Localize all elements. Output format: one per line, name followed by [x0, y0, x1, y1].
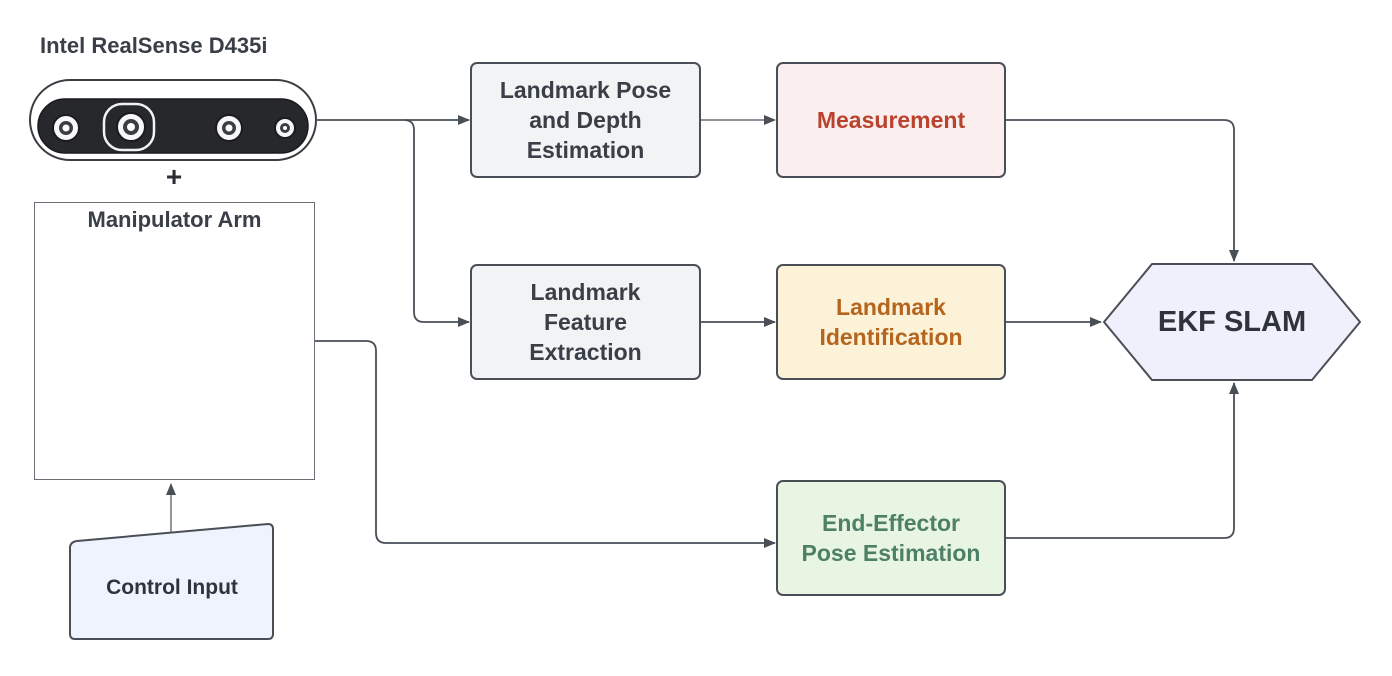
edge-measurement-to-ekf [1006, 119, 1239, 262]
ekf-slam-label: EKF SLAM [1157, 305, 1307, 338]
landmark-identification-node[interactable]: Landmark Identification [776, 264, 1006, 380]
camera-device [29, 79, 317, 161]
edge-arm-to-end-effector [315, 340, 776, 548]
camera-lens-left-icon [52, 114, 80, 142]
manipulator-arm-box[interactable] [34, 202, 315, 480]
ekf-slam-shape[interactable] [1103, 263, 1361, 381]
camera-title: Intel RealSense D435i [40, 33, 268, 58]
edge-end-effector-to-ekf [1006, 382, 1239, 539]
measurement-node[interactable]: Measurement [776, 62, 1006, 178]
landmark-feature-extraction-node[interactable]: Landmark Feature Extraction [470, 264, 701, 380]
edge-camera-to-feature-extraction [403, 119, 470, 327]
camera-lens-right-icon [215, 114, 243, 142]
control-input-shape [69, 522, 274, 640]
plus-sign: + [165, 161, 183, 192]
landmark-pose-depth-node[interactable]: Landmark Pose and Depth Estimation [470, 62, 701, 178]
end-effector-pose-node[interactable]: End-Effector Pose Estimation [776, 480, 1006, 596]
control-input-label: Control Input [106, 576, 238, 599]
camera-lens-rgb-icon [102, 102, 156, 152]
camera-emitter-icon [274, 117, 296, 139]
manipulator-arm-title: Manipulator Arm [87, 207, 262, 232]
